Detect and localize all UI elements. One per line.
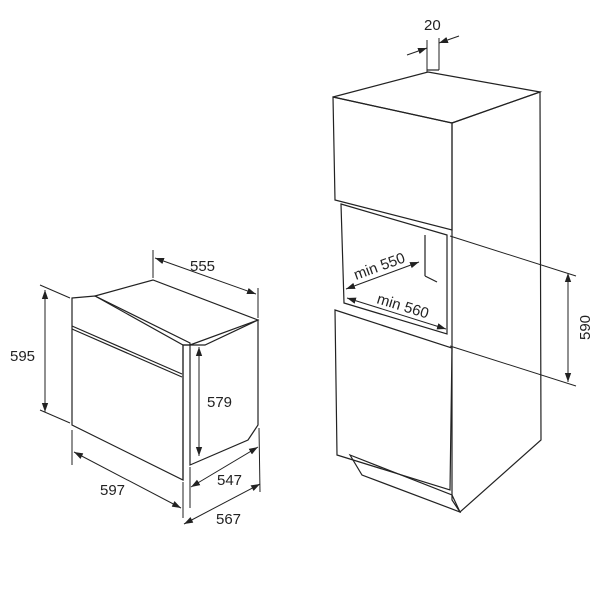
dimension-min-560-label: min 560 — [375, 291, 431, 323]
cabinet-dimensions: 20 590 min 550 min 560 — [345, 17, 594, 387]
cabinet-lower-door — [334, 309, 453, 491]
dimension-min-550-arrow — [345, 261, 420, 290]
dimension-597-label: 597 — [100, 482, 125, 499]
oven-drawing — [71, 279, 260, 481]
dimension-20-arrow-right — [438, 35, 460, 44]
cabinet-side — [451, 91, 542, 513]
oven-side — [189, 319, 259, 466]
oven-control-panel-line — [71, 325, 183, 375]
cabinet-top — [332, 71, 543, 124]
cabinet-plinth — [348, 453, 462, 514]
oven-front — [71, 295, 191, 481]
dimension-min-550-label: min 550 — [352, 250, 408, 284]
dimension-547-arrow — [190, 446, 259, 488]
cabinet-upper-front — [332, 96, 453, 231]
dimension-579-label: 579 — [207, 394, 232, 411]
dimension-555-label: 555 — [190, 258, 215, 275]
dimension-597-arrow — [73, 451, 182, 509]
oven-top — [93, 279, 260, 346]
cabinet-drawing — [332, 69, 543, 514]
dimension-567-label: 567 — [216, 511, 241, 528]
cabinet-niche — [340, 203, 448, 335]
dimension-20-label: 20 — [424, 17, 441, 34]
dimension-20-arrow-left — [406, 47, 428, 56]
oven-dimensions: 555 595 579 597 547 567 — [10, 250, 261, 528]
dimension-555-arrow — [154, 257, 257, 295]
dimension-595-label: 595 — [10, 348, 35, 365]
dimension-567-arrow — [183, 483, 261, 525]
dimension-590-label: 590 — [577, 315, 594, 340]
dimension-min-560-arrow — [346, 297, 447, 330]
dimension-547-label: 547 — [217, 472, 242, 489]
